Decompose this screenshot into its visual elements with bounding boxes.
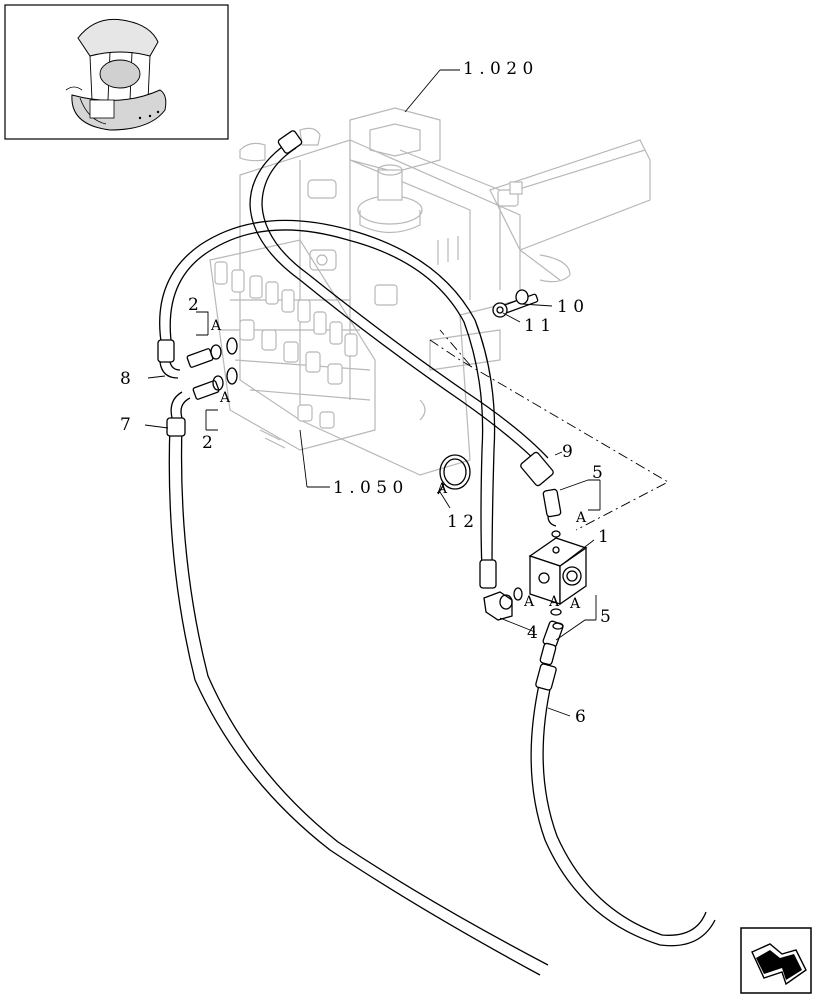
next-page-button[interactable] — [740, 927, 812, 994]
callout-9: 9 — [562, 442, 573, 462]
hoses — [157, 130, 716, 976]
detail-mark-a: A — [219, 390, 231, 406]
callout-8: 8 — [120, 369, 131, 389]
callout-5-lower: 5 — [600, 607, 611, 627]
bolt-10[interactable] — [499, 289, 539, 315]
washer-11[interactable] — [492, 302, 508, 318]
callout-6: 6 — [575, 707, 586, 727]
detail-mark-a: A — [569, 596, 581, 612]
machine-overview-icon — [65, 18, 167, 131]
callout-5-upper: 5 — [592, 463, 603, 483]
detail-mark-a: A — [575, 510, 587, 526]
callout-4: 4 — [527, 623, 538, 643]
callout-1: 1 — [598, 527, 609, 547]
reference-label-valve: 1 . 0 5 0 — [333, 478, 403, 498]
elbow-4[interactable] — [483, 591, 513, 621]
detail-mark-a: A — [523, 594, 535, 610]
manifold-block-1[interactable] — [528, 537, 588, 606]
hose-9[interactable] — [249, 130, 554, 487]
detail-mark-a: A — [548, 594, 560, 610]
fittings — [186, 289, 588, 666]
hose-6[interactable] — [530, 663, 716, 947]
adapter-2-upper[interactable] — [186, 337, 238, 368]
elbow-5-upper[interactable] — [542, 488, 562, 538]
reference-label-top: 1 . 0 2 0 — [463, 59, 533, 79]
callout-11: 1 1 — [524, 316, 551, 336]
control-valve-background — [209, 239, 376, 451]
detail-mark-a: A — [436, 481, 448, 497]
next-page-arrow-icon — [751, 943, 807, 986]
thumbnail-frame[interactable] — [4, 4, 229, 140]
hose-8[interactable] — [157, 219, 497, 589]
callout-2-upper: 2 — [188, 295, 199, 315]
hose-7[interactable] — [166, 391, 549, 976]
adapter-2-lower[interactable] — [192, 367, 238, 400]
detail-mark-a: A — [210, 318, 222, 334]
callout-10: 1 0 — [557, 297, 584, 317]
labels: 1 . 0 2 0 1 . 0 5 0 1 2 2 4 5 5 6 7 8 9 … — [120, 59, 611, 727]
elbow-5-lower[interactable] — [539, 620, 564, 666]
machine-frame-background — [239, 107, 651, 476]
callout-12: 1 2 — [447, 512, 474, 532]
callout-7: 7 — [120, 415, 131, 435]
clamp-12[interactable] — [437, 454, 471, 495]
callout-2-lower: 2 — [202, 433, 213, 453]
leader-lines — [144, 69, 669, 717]
